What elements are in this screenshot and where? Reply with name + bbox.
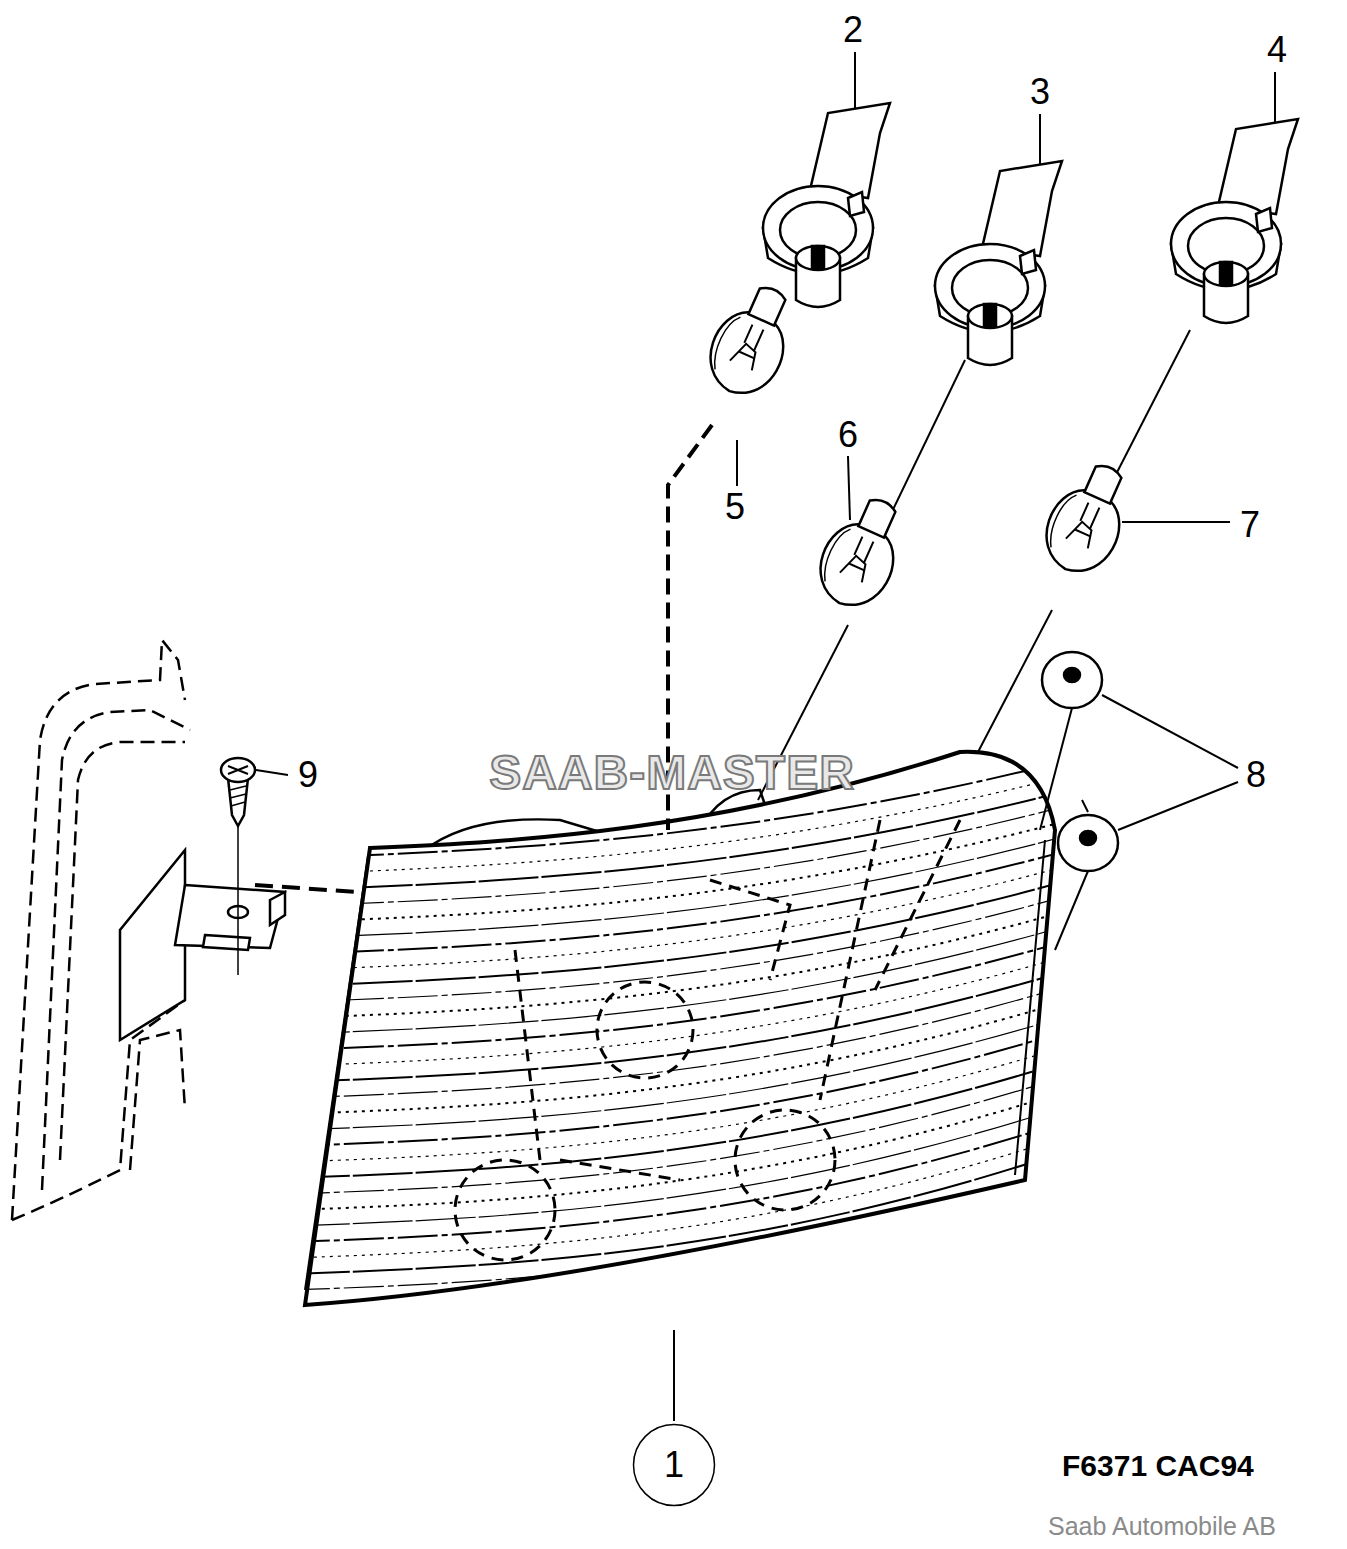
grommet bbox=[1042, 652, 1118, 871]
bulb bbox=[1033, 453, 1142, 583]
bulb-holder bbox=[935, 161, 1062, 365]
callout-number: 9 bbox=[298, 757, 318, 793]
leader-line bbox=[256, 52, 1275, 1421]
callout-number: 7 bbox=[1240, 507, 1260, 543]
screw bbox=[221, 758, 255, 975]
callout-number: 4 bbox=[1267, 32, 1287, 68]
mounting-bracket bbox=[120, 850, 285, 1040]
callout-circle: 1 bbox=[632, 1423, 716, 1507]
lamp-lens bbox=[290, 752, 1070, 1322]
bulb-holder bbox=[763, 103, 890, 307]
figure-code: F6371 CAC94 bbox=[1062, 1451, 1254, 1481]
callout-number: 8 bbox=[1246, 757, 1266, 793]
bulb bbox=[807, 487, 916, 617]
watermark: SAAB-MASTER bbox=[489, 749, 855, 797]
bulb bbox=[697, 275, 806, 405]
headlamp-outline bbox=[12, 640, 190, 1220]
callout-number: 3 bbox=[1030, 74, 1050, 110]
bulb-holder bbox=[1171, 119, 1298, 323]
callout-number: 2 bbox=[843, 12, 863, 48]
callout-number: 5 bbox=[725, 489, 745, 525]
copyright-note: Saab Automobile AB bbox=[1048, 1514, 1276, 1539]
callout-number: 1 bbox=[664, 1447, 684, 1483]
assembly-line bbox=[255, 885, 372, 893]
callout-number: 6 bbox=[838, 417, 858, 453]
